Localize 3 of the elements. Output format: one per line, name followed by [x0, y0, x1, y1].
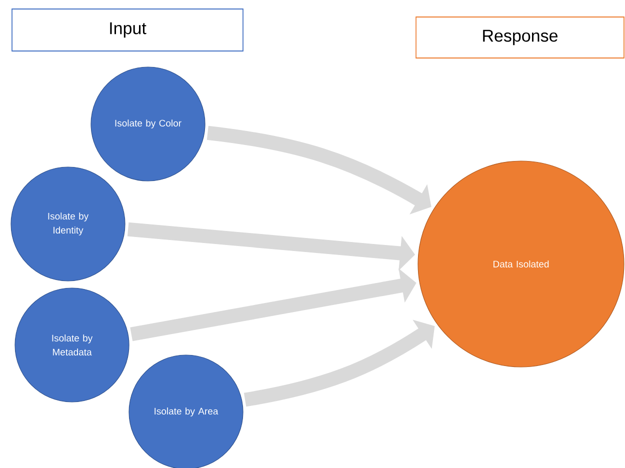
- title-box: Response: [416, 16, 624, 58]
- block-arrow: [244, 320, 435, 407]
- title-box: Input: [12, 8, 244, 52]
